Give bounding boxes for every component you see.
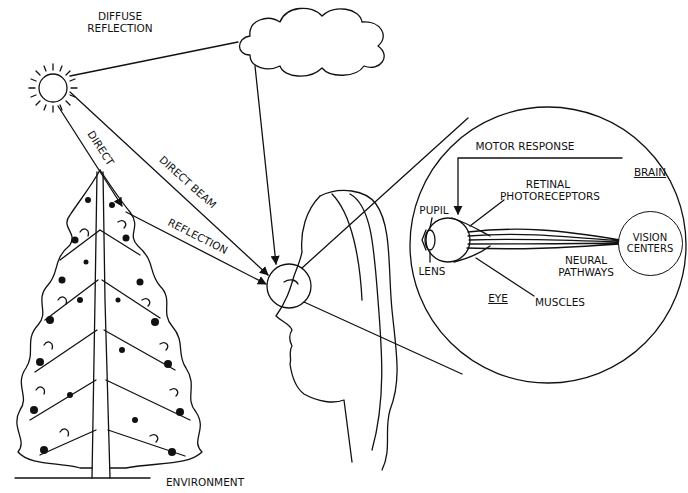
part-label: BRAIN [634, 166, 666, 178]
part-label: MUSCLES [535, 296, 585, 308]
part-label: DIRECT BEAM [156, 152, 221, 212]
node-text: VISION CENTERS [624, 232, 676, 255]
face [267, 190, 397, 470]
eye-anatomy [422, 158, 622, 296]
part-label: DIRECT [84, 127, 117, 170]
part-label: LENS [418, 265, 445, 277]
part-label: ENVIRONMENT [166, 476, 244, 488]
magnifier [302, 107, 686, 383]
part-label: PUPIL [419, 204, 448, 216]
part-label: EYE [488, 292, 508, 304]
part-label: NEURAL PATHWAYS [553, 254, 619, 278]
part-label: DIFFUSE REFLECTION [80, 10, 160, 34]
light-rays [58, 42, 276, 284]
cloud [240, 8, 385, 76]
vision-circle: VISION CENTERS [618, 211, 683, 276]
sun [29, 64, 77, 112]
part-label: MOTOR RESPONSE [476, 140, 575, 152]
part-label: RETINAL PHOTORECEPTORS [500, 178, 596, 202]
part-label: REFLECTION [164, 215, 231, 257]
